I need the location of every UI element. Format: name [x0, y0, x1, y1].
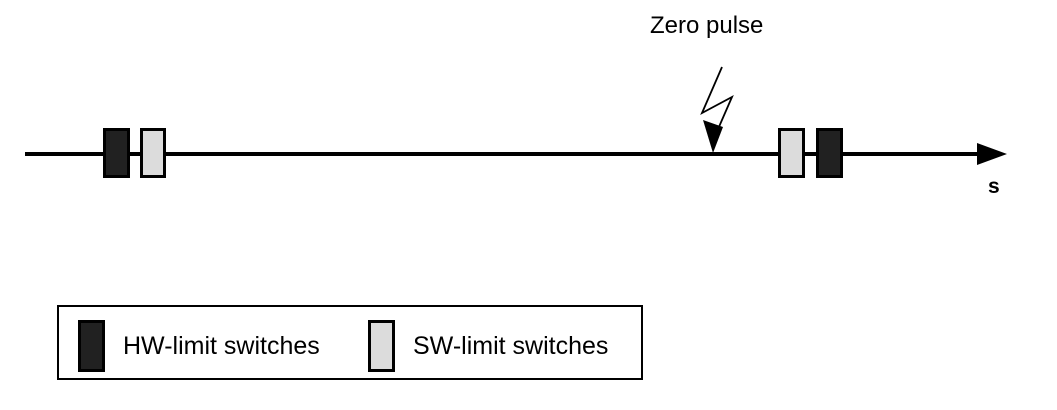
- axis-label-s: s: [988, 175, 1000, 198]
- legend-entry-sw: SW-limit switches: [368, 320, 608, 372]
- legend-entry-hw: HW-limit switches: [78, 320, 320, 372]
- legend-label-hw: HW-limit switches: [123, 331, 320, 360]
- hw-limit-switch-left: [103, 128, 130, 178]
- sw-limit-switch-right: [778, 128, 805, 178]
- arrow-right-icon: [977, 143, 1007, 165]
- legend-box: HW-limit switches SW-limit switches: [57, 305, 643, 380]
- legend-swatch-hw: [78, 320, 105, 372]
- axis-line: [25, 152, 980, 156]
- lightning-arrow-icon: [700, 66, 734, 153]
- sw-limit-switch-left: [140, 128, 166, 178]
- hw-limit-switch-right: [816, 128, 843, 178]
- zero-pulse-label: Zero pulse: [650, 12, 764, 39]
- legend-label-sw: SW-limit switches: [413, 331, 609, 360]
- legend-swatch-sw: [368, 320, 395, 372]
